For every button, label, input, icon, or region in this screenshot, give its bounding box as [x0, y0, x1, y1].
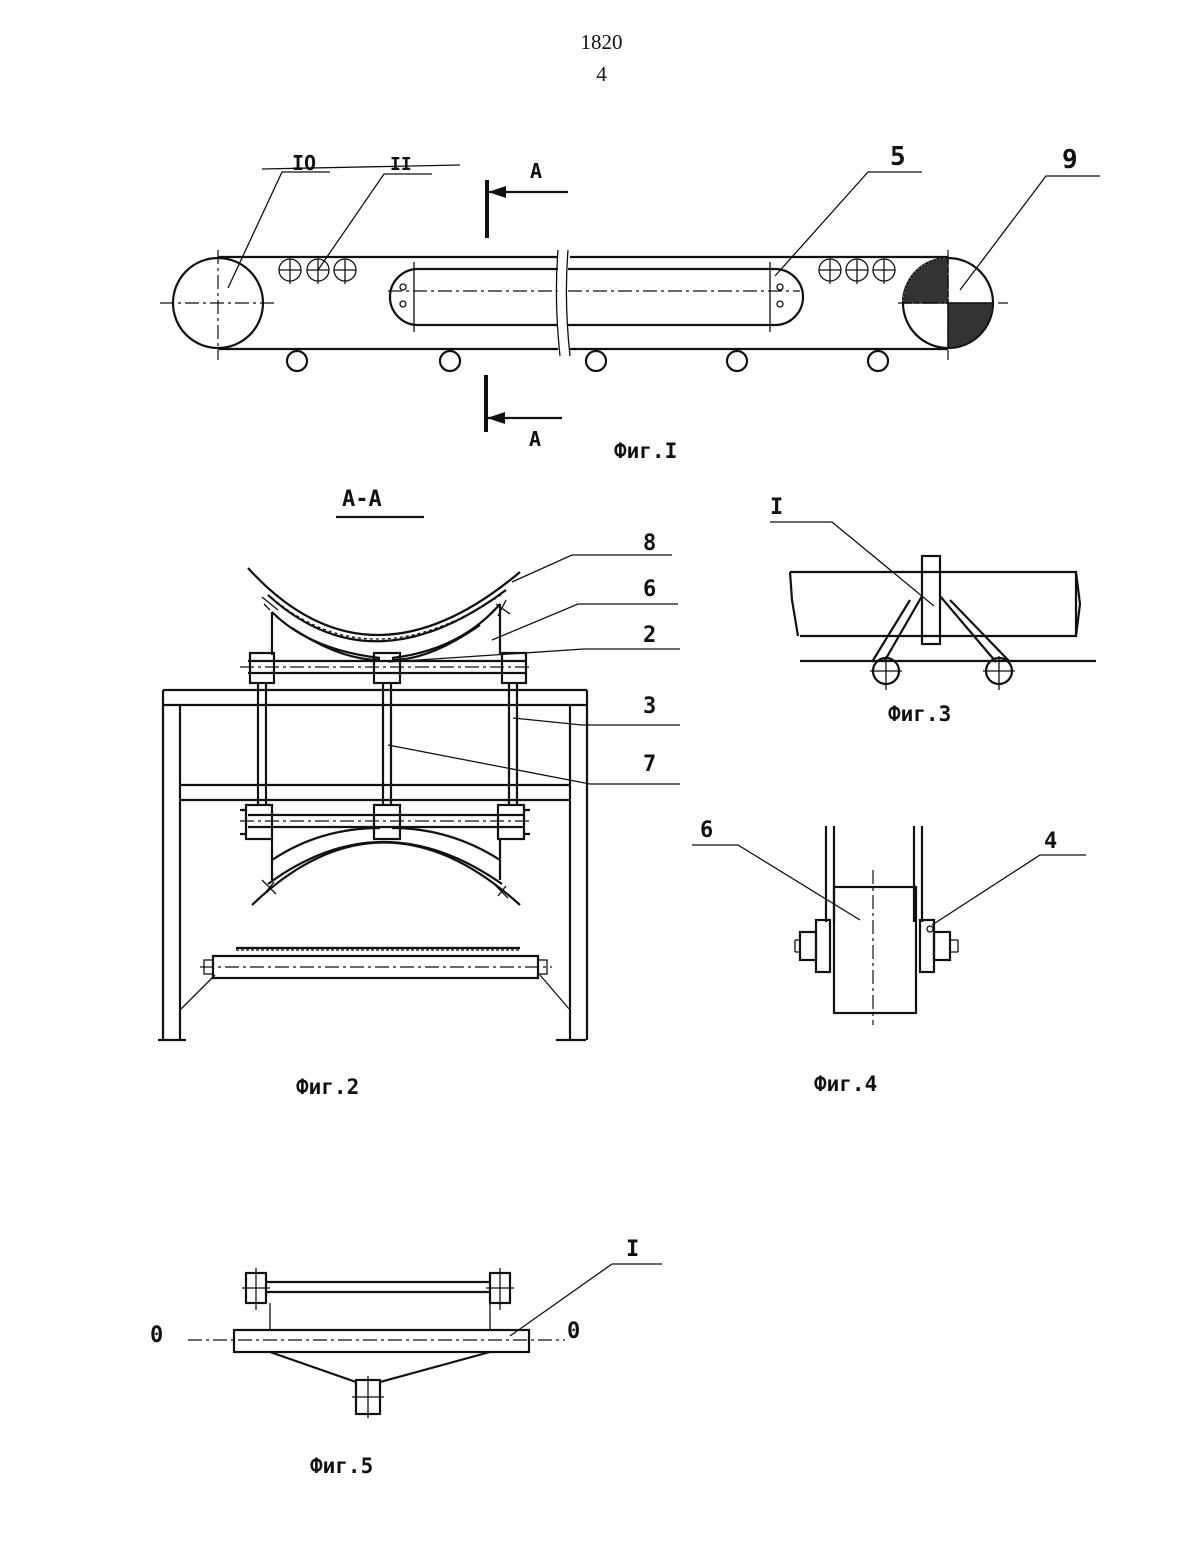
fig5-roller-axle [242, 1268, 514, 1330]
fig2-cross-section: A-A [158, 487, 680, 1099]
fig1-conveyor-side-view: IO II 5 9 A A Фиг.I [160, 142, 1100, 463]
fig2-label-8: 8 [643, 531, 656, 556]
fig1-section-label-bottom: A [529, 427, 541, 451]
fig3-label-1: I [770, 495, 783, 520]
fig1-section-mark-bottom [486, 375, 562, 432]
fig3-post [922, 556, 940, 644]
fig1-leader-11 [318, 174, 432, 270]
fig5-support-legs [270, 1352, 490, 1382]
fig1-section-label-top: A [530, 159, 542, 183]
fig5-axis-label-left: 0 [150, 1323, 163, 1348]
fig4-caption: Фиг.4 [814, 1072, 877, 1096]
fig5-top-view: I 0 0 Фиг.5 [150, 1237, 662, 1478]
fig1-section-mark-top [487, 180, 568, 238]
fig5-base-beam [234, 1330, 529, 1352]
fig2-return-roller [200, 948, 552, 978]
fig1-label-10: IO [292, 151, 316, 175]
fig4-roller-body [834, 887, 916, 1013]
fig4-bolt-right [920, 920, 958, 972]
fig1-label-9: 9 [1062, 145, 1078, 175]
fig2-caption: Фиг.2 [296, 1075, 359, 1099]
fig5-axis-label-right: 0 [567, 1319, 580, 1344]
fig2-label-2: 2 [643, 623, 656, 648]
fig1-break-mark [556, 250, 570, 356]
fig2-label-7: 7 [643, 752, 656, 777]
fig4-label-6: 6 [700, 818, 713, 843]
fig2-upper-roller-axle [240, 653, 530, 683]
fig3-bracket-view: I Фиг.3 [770, 495, 1096, 726]
fig5-label-1: I [626, 1237, 639, 1262]
fig2-upper-pipe-belt [248, 568, 520, 660]
fig3-caption: Фиг.3 [888, 702, 951, 726]
fig1-leader-5 [775, 172, 922, 276]
fig4-label-4: 4 [1044, 829, 1057, 854]
fig1-return-rollers [287, 351, 888, 371]
fig1-label-11: II [390, 154, 412, 175]
fig1-inner-loop [388, 262, 803, 332]
fig2-vertical-rods [258, 683, 517, 805]
fig1-upper-rollers-left [279, 259, 356, 284]
fig4-bolt-left [795, 920, 830, 972]
fig2-lower-roller-axle [240, 805, 530, 839]
fig5-caption: Фиг.5 [310, 1454, 373, 1478]
fig4-roller-detail: 6 4 Фиг.4 [692, 818, 1086, 1096]
fig2-label-6: 6 [643, 577, 656, 602]
fig1-caption: Фиг.I [614, 439, 677, 463]
fig2-section-title: A-A [342, 487, 382, 512]
fig1-upper-rollers-right [819, 259, 895, 284]
fig1-label-5: 5 [890, 142, 906, 172]
fig2-label-3: 3 [643, 694, 656, 719]
fig5-bottom-roller [352, 1376, 384, 1418]
fig2-support-frame [158, 690, 587, 1040]
fig1-drive-drum [898, 250, 1008, 360]
